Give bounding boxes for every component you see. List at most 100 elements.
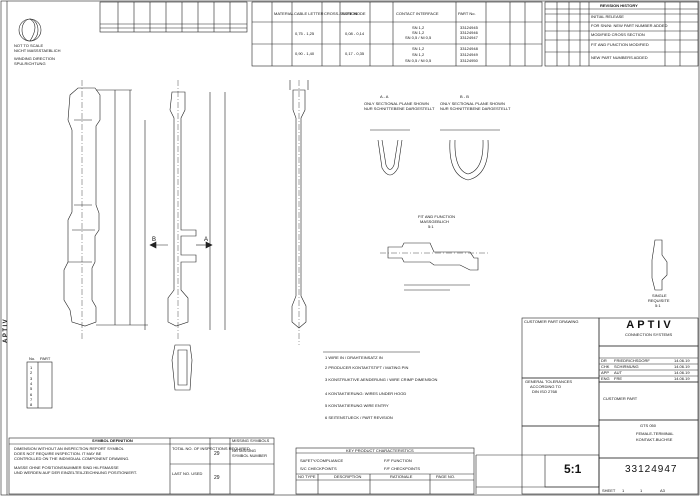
- parts-r2-interface: SN 1,2: [412, 30, 425, 35]
- symbol-row-de1: MASSE OHNE POSITIONSNUMMER SIND HILFSMAS…: [14, 465, 119, 470]
- key-fit: F/F FUNCTION: [384, 458, 412, 463]
- symbol-row-de2: UND WERDEN AUF DER EINZELTEILZEICHNUNG P…: [14, 470, 137, 475]
- fit-function-view: [387, 242, 479, 271]
- parts-r1-partno: 33124945: [460, 25, 478, 30]
- rev-row-5: NEW PART NUMBERS ADDED: [591, 55, 648, 60]
- tb-chk-date: 14.06.19: [674, 364, 690, 369]
- count-table-head-no: No.: [29, 356, 36, 361]
- tb-dr-name: FRIEDRICHSDORF: [614, 358, 650, 363]
- left-table-r2c3: 0,90 - 1,40: [295, 51, 315, 56]
- scale-value: 5:1: [564, 462, 582, 476]
- parts-r5-interface: SN 1,2: [412, 52, 425, 57]
- single-view-scale: 5:1: [655, 303, 661, 308]
- tb-note-short: CUSTOMER PART: [603, 396, 638, 401]
- rev-row-4: FIT AND FUNCTION MODIFIED: [591, 42, 649, 47]
- sheet-number: 1: [622, 488, 625, 493]
- last-no-value: 29: [214, 475, 220, 481]
- single-view-label2: REQUISITE: [648, 298, 670, 303]
- key-ff: F/F CHECKPOINTS: [384, 466, 421, 471]
- parts-h-partno: PART No.: [458, 11, 476, 16]
- section-b-shape: [449, 139, 489, 181]
- no-missing-label: NO MISSING: [232, 448, 257, 453]
- winding-direction-de-label: SPULRICHTUNG: [14, 61, 46, 66]
- rev-row-2: FOR SN/NI: NEW PART NUMBER ADDED: [591, 23, 668, 28]
- parts-r1-interface: SN 1,2: [412, 25, 425, 30]
- not-to-scale-de-label: NICHT MASSSTAEBLICH: [14, 48, 61, 53]
- left-table-h3: CROSS-SECTION: [324, 11, 358, 16]
- count-row-4: 4: [30, 380, 33, 386]
- key-safety: SAFETY/COMPLIANCE: [300, 458, 344, 463]
- left-table-h4: WIRE MODE: [342, 11, 366, 16]
- key-col3: RATIONALE: [390, 474, 413, 479]
- total-inspections-value: 29: [214, 451, 220, 457]
- single-requisite-view: [651, 239, 668, 291]
- view-b-marker: B: [152, 237, 157, 243]
- parts-r3-partno: 33124947: [460, 35, 478, 40]
- section-a-shape: [377, 139, 403, 176]
- general-tol-label3: DIN ISO 2768: [532, 389, 557, 394]
- symbol-number-label: SYMBOL NUMBER: [232, 453, 267, 458]
- customer-part-label: CUSTOMER PART DRAWING: [524, 319, 579, 324]
- terminal-side-view: [63, 87, 101, 327]
- parts-h-interface: CONTACT INTERFACE: [396, 11, 439, 16]
- terminal-profile-view: [167, 91, 197, 327]
- count-row-8: 8: [30, 402, 33, 408]
- key-col1: NO TYPE: [298, 474, 316, 479]
- view-a-marker: A: [204, 237, 209, 243]
- key-sc: S/C CHECKPOINTS: [300, 466, 337, 471]
- tb-app-name: AUT: [614, 370, 622, 375]
- count-row-3: 3: [30, 375, 33, 381]
- tb-chk: CHK: [601, 364, 610, 369]
- parts-r4-interface: SN 1,2: [412, 46, 425, 51]
- tb-chk-name: SCHIRMUNG: [614, 364, 639, 369]
- parts-r6-partno: 33124950: [460, 58, 478, 63]
- count-row-5: 5: [30, 386, 33, 392]
- fit-function-de-label: MASSGEBLICH: [420, 219, 449, 224]
- part-number: 33124947: [625, 464, 678, 475]
- parts-r2-partno: 33124946: [460, 30, 478, 35]
- tb-app-date: 14.06.19: [674, 370, 690, 375]
- spec-note-6: 6 SEITENSTUECK / PART REVISION: [325, 415, 393, 420]
- section-a-label: A - A: [380, 94, 389, 99]
- spec-note-3: 3 KONSTRUKTIVE AENDERUNG / WIRE CRIMP DI…: [325, 377, 438, 382]
- tb-dr-date: 14.06.19: [674, 358, 690, 363]
- count-row-1: 1: [30, 365, 33, 370]
- parts-r6-interface: SN 0,5 / NI 0,5: [405, 58, 432, 63]
- parts-r4-partno: 33124948: [460, 46, 478, 51]
- missing-symbols-title: MISSING SYMBOLS: [232, 438, 270, 443]
- total-inspections-label: TOTAL NO. OF INSPECTIONS REQUIRED: [172, 446, 250, 451]
- section-a-note-de: NUR SCHNITTEBENE DARGESTELLT: [364, 106, 435, 111]
- spec-note-1: 1 WIRE IN / DRAHTEINSATZ IN: [325, 355, 383, 360]
- last-no-label: LAST NO. USED: [172, 471, 203, 476]
- left-table-r1c3: 0,75 - 1,25: [295, 31, 315, 36]
- key-product-title: KEY PRODUCT CHARACTERISTICS: [346, 448, 414, 453]
- symbol-row-en2: DOES NOT REQUIRE INSPECTION. IT MAY BE: [14, 451, 102, 456]
- sheet-size: A3: [660, 488, 665, 493]
- spec-note-2: 2 PRODUCER KONTAKTSTIFT / MATING PIN: [325, 365, 409, 370]
- fit-function-scale: 5:1: [428, 224, 434, 229]
- left-table-h2: CABLE LETTER: [294, 11, 324, 16]
- spec-note-5: 5 KONTAKTIERUNG WIRE ENTRY: [325, 403, 389, 408]
- key-col4: PAGE NO.: [436, 474, 456, 479]
- tb-dr: DR: [601, 358, 607, 363]
- sheet-label: SHEET: [602, 488, 616, 493]
- spec-note-4: 4 KONTAKTIERUNG: WIRES UNDER HOOD: [325, 391, 407, 396]
- tb-eng-name: FRE: [614, 376, 622, 381]
- rev-row-1: INITIAL RELEASE: [591, 14, 624, 19]
- connection-systems-label: CONNECTION SYSTEMS: [625, 332, 673, 337]
- parts-r5-partno: 33124949: [460, 52, 478, 57]
- terminal-end-view: [171, 344, 193, 391]
- single-view-label: SINGLE: [652, 293, 667, 298]
- count-row-7: 7: [30, 396, 33, 402]
- tb-eng: ENG: [601, 376, 610, 381]
- section-b-note: ONLY SECTIONAL PLANE SHOWN: [440, 101, 505, 106]
- terminal-top-view: [291, 89, 307, 329]
- left-table-h1: MATERIAL: [274, 11, 294, 16]
- symbol-row-en3: CONTROLLED ON THE INDIVIDUAL COMPONENT D…: [14, 456, 130, 461]
- left-table-r1c5: 0,08 - 0,14: [345, 31, 365, 36]
- sheet-total: 1: [640, 488, 643, 493]
- key-col2: DESCRIPTION: [334, 474, 362, 479]
